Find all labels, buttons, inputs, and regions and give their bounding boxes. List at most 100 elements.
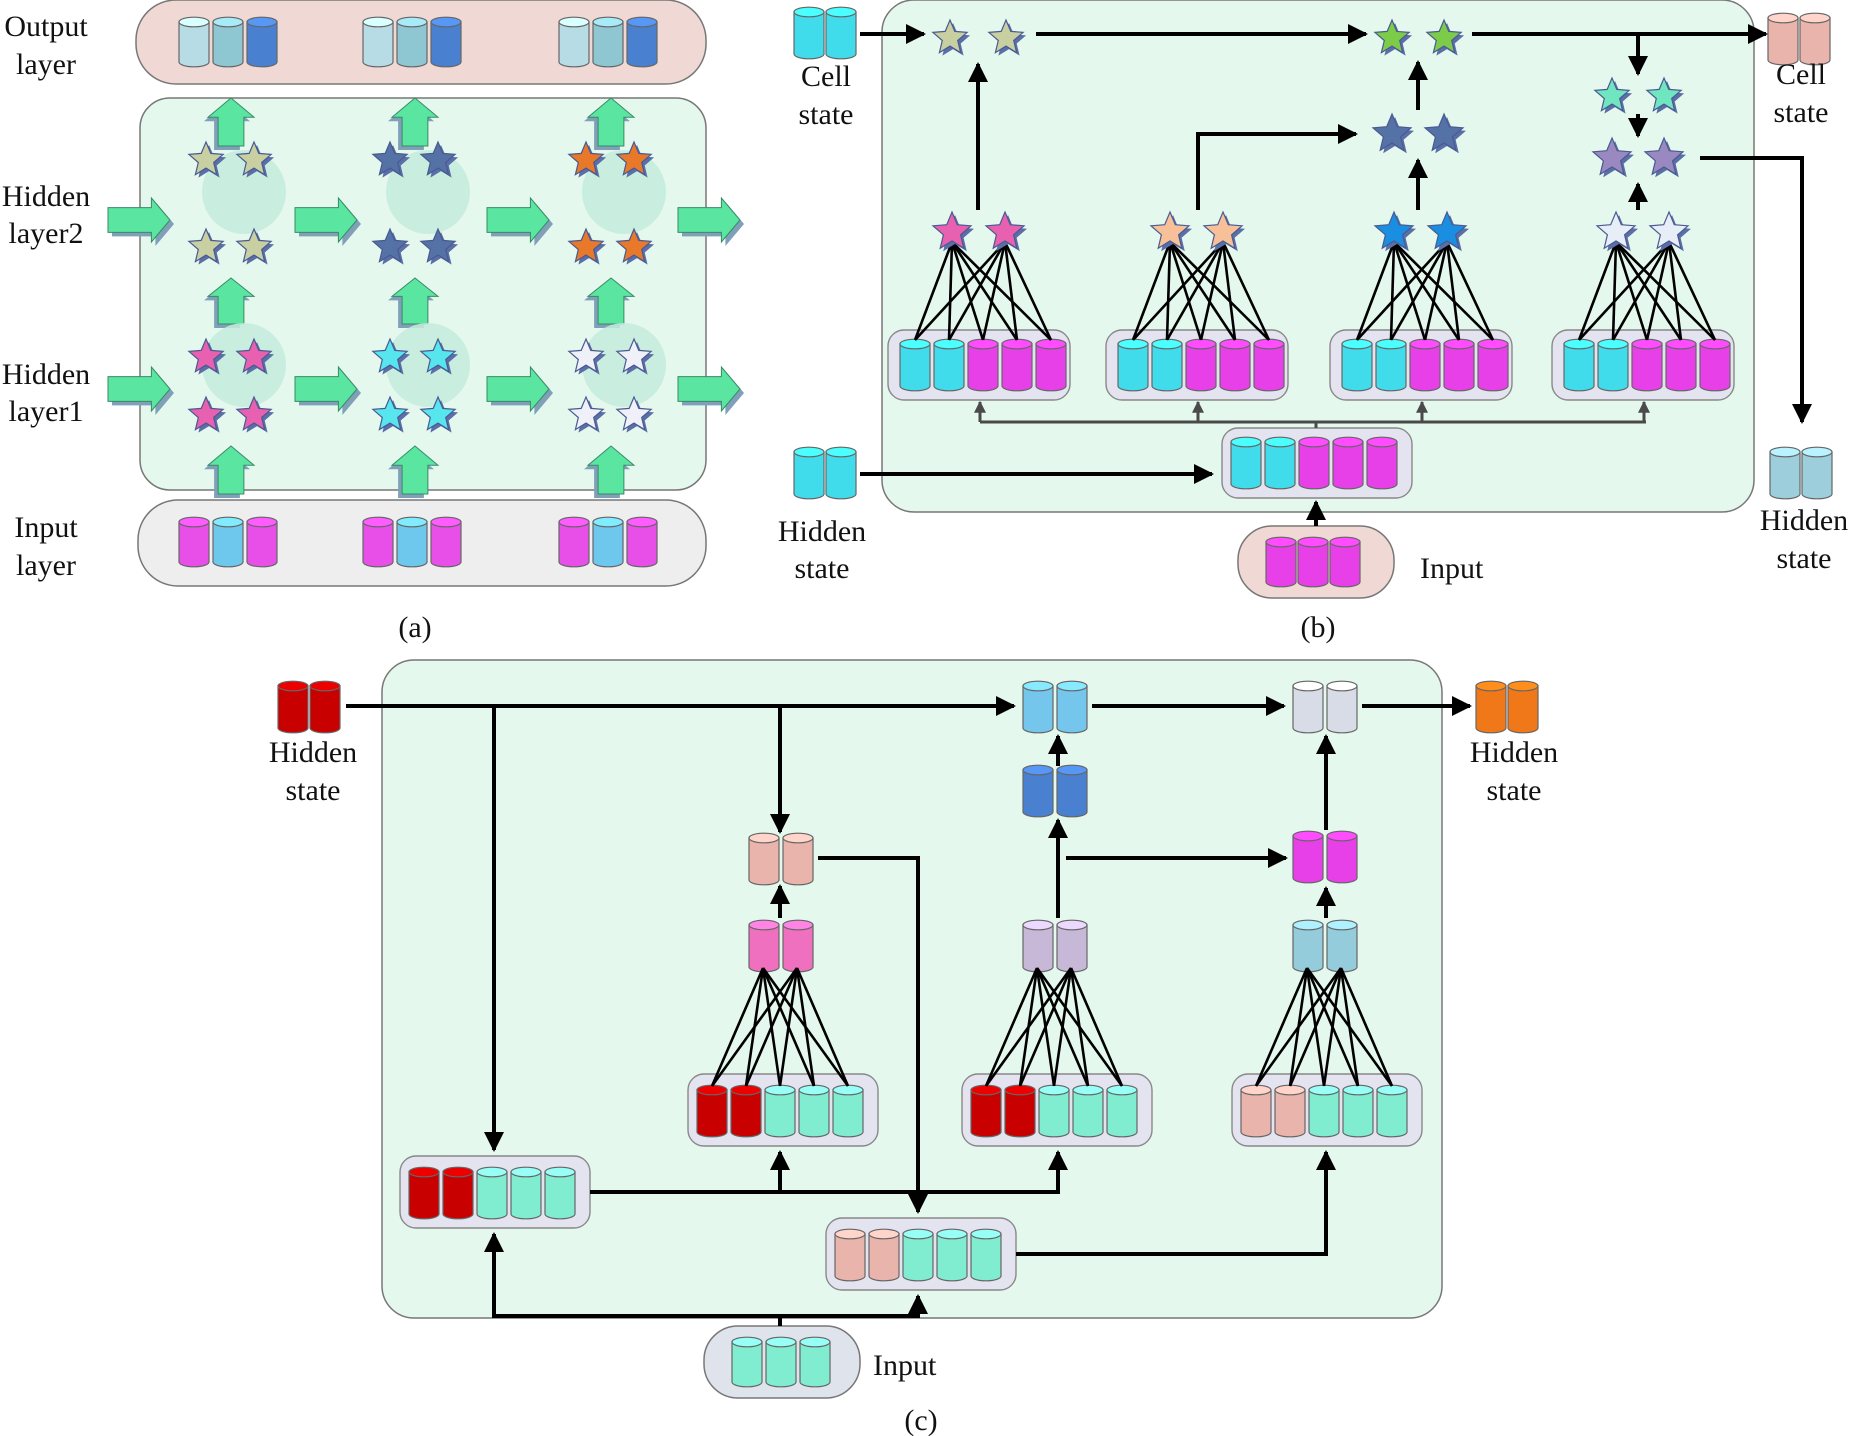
hidden1-neuron [567,337,607,375]
vector-cell [1072,1084,1104,1138]
fan-edge [984,967,1039,1087]
reset-gate-vector [748,919,814,973]
vector-cell [902,1228,934,1282]
hidden2-neuron [567,140,607,178]
panel-a-elements [107,16,744,568]
vector-cell [1767,12,1799,66]
gru-input-label: Input [873,1349,937,1382]
vector-cell [1106,1084,1138,1138]
hidden2-neuron [235,227,275,265]
hidden-state-out [1769,446,1833,500]
panel-c-elements [277,680,1539,1388]
vector-cell [1219,338,1251,392]
hidden-state-in [793,446,857,500]
recurrent-arrow-h2 [107,196,174,246]
vector-cell [1292,680,1324,734]
gru-gate-input-vector [1240,1084,1408,1138]
vector-cell [1297,536,1329,588]
cell-state-in [793,6,857,60]
hidden2-neuron [187,227,227,265]
fan-edge [1614,241,1683,341]
vector-cell [1292,830,1324,884]
gate-neuron [931,210,974,252]
fan-edge [1305,967,1360,1087]
forget-mult-neuron [987,18,1027,56]
fan-edge [1356,241,1448,341]
vector-cell [1769,446,1801,500]
gru-hidden-out-label-line2: state [1487,774,1542,807]
vector-cell [1329,536,1361,588]
fan-edge [1445,241,1461,341]
fan-edge [914,241,1006,341]
gate-neuron [1595,210,1638,252]
candidate-gate-vector [1292,919,1358,973]
vector-cell [1056,919,1088,973]
recurrent-arrow-h1 [107,365,174,415]
cell-state-in-label-line1: Cell [801,60,851,93]
caption-b: (b) [1301,611,1336,644]
hidden1-neuron [567,395,607,433]
input-layer-label-line2: layer [16,549,76,582]
vector-cell [1376,1084,1408,1138]
final-hidden-vector [1292,680,1358,734]
vector-cell [834,1228,866,1282]
vector-cell [558,16,590,68]
vector-cell [476,1166,508,1220]
up-arrow-to-output [584,97,636,150]
fan-edge [795,967,850,1087]
vector-cell [793,6,825,60]
fan-edge [1615,241,1716,341]
vector-cell [442,1166,474,1220]
hidden-layer2-label-line2: layer2 [9,217,84,250]
vector-cell [1375,338,1407,392]
gru-hidden-out-label-line1: Hidden [1470,736,1558,769]
caption-a: (a) [398,611,431,644]
hidden-state-in-label-line2: state [795,552,850,585]
fan-edge [1035,967,1124,1087]
lstm-input-vector [1265,536,1361,588]
cell-state-out [1767,12,1831,66]
cell-state-out-label-line1: Cell [1776,58,1826,91]
vector-cell [1326,919,1358,973]
vector-cell [798,1084,830,1138]
fan-edge [1254,967,1309,1087]
output-layer-label-line2: layer [16,48,76,81]
vector-cell [212,516,244,568]
output-vector [362,16,462,68]
vector-cell [936,1228,968,1282]
hidden2-neuron [371,227,411,265]
vector-cell [1443,338,1475,392]
input-gate-arrow [1196,124,1358,210]
vector-cell [1151,338,1183,392]
cell-update-neuron [1425,18,1465,56]
fan-edge [1165,241,1172,341]
fan-edge [1035,967,1056,1087]
vector-cell [1022,919,1054,973]
hidden1-node-bg [582,323,666,407]
vector-cell [1056,764,1088,818]
vector-cell [1253,338,1285,392]
fan-edge [1355,241,1396,341]
vector-cell [1308,1084,1340,1138]
hidden2-neuron [419,227,459,265]
vector-cell [970,1228,1002,1282]
hidden-layer1-label-line1: Hidden [2,358,90,391]
vector-cell [799,1336,831,1388]
fan-edge [951,241,1052,341]
fan-edge [1131,241,1172,341]
fan-edge [1645,241,1671,341]
vector-cell [1292,919,1324,973]
panel-a-rnn: Output layer Hidden layer2 Hidden layer1… [2,0,744,644]
fan-edge [981,241,1007,341]
hidden1-neuron [615,337,655,375]
vector-cell [1230,436,1262,490]
vector-cell [1298,436,1330,490]
vector-cell [1342,1084,1374,1138]
hidden1-node-bg [386,323,470,407]
gru-hidden-in-label-line1: Hidden [269,736,357,769]
fan-edge [1199,241,1225,341]
vector-cell [782,919,814,973]
hidden2-neuron [615,140,655,178]
recurrent-arrow-h2 [294,196,361,246]
vector-cell [544,1166,576,1220]
